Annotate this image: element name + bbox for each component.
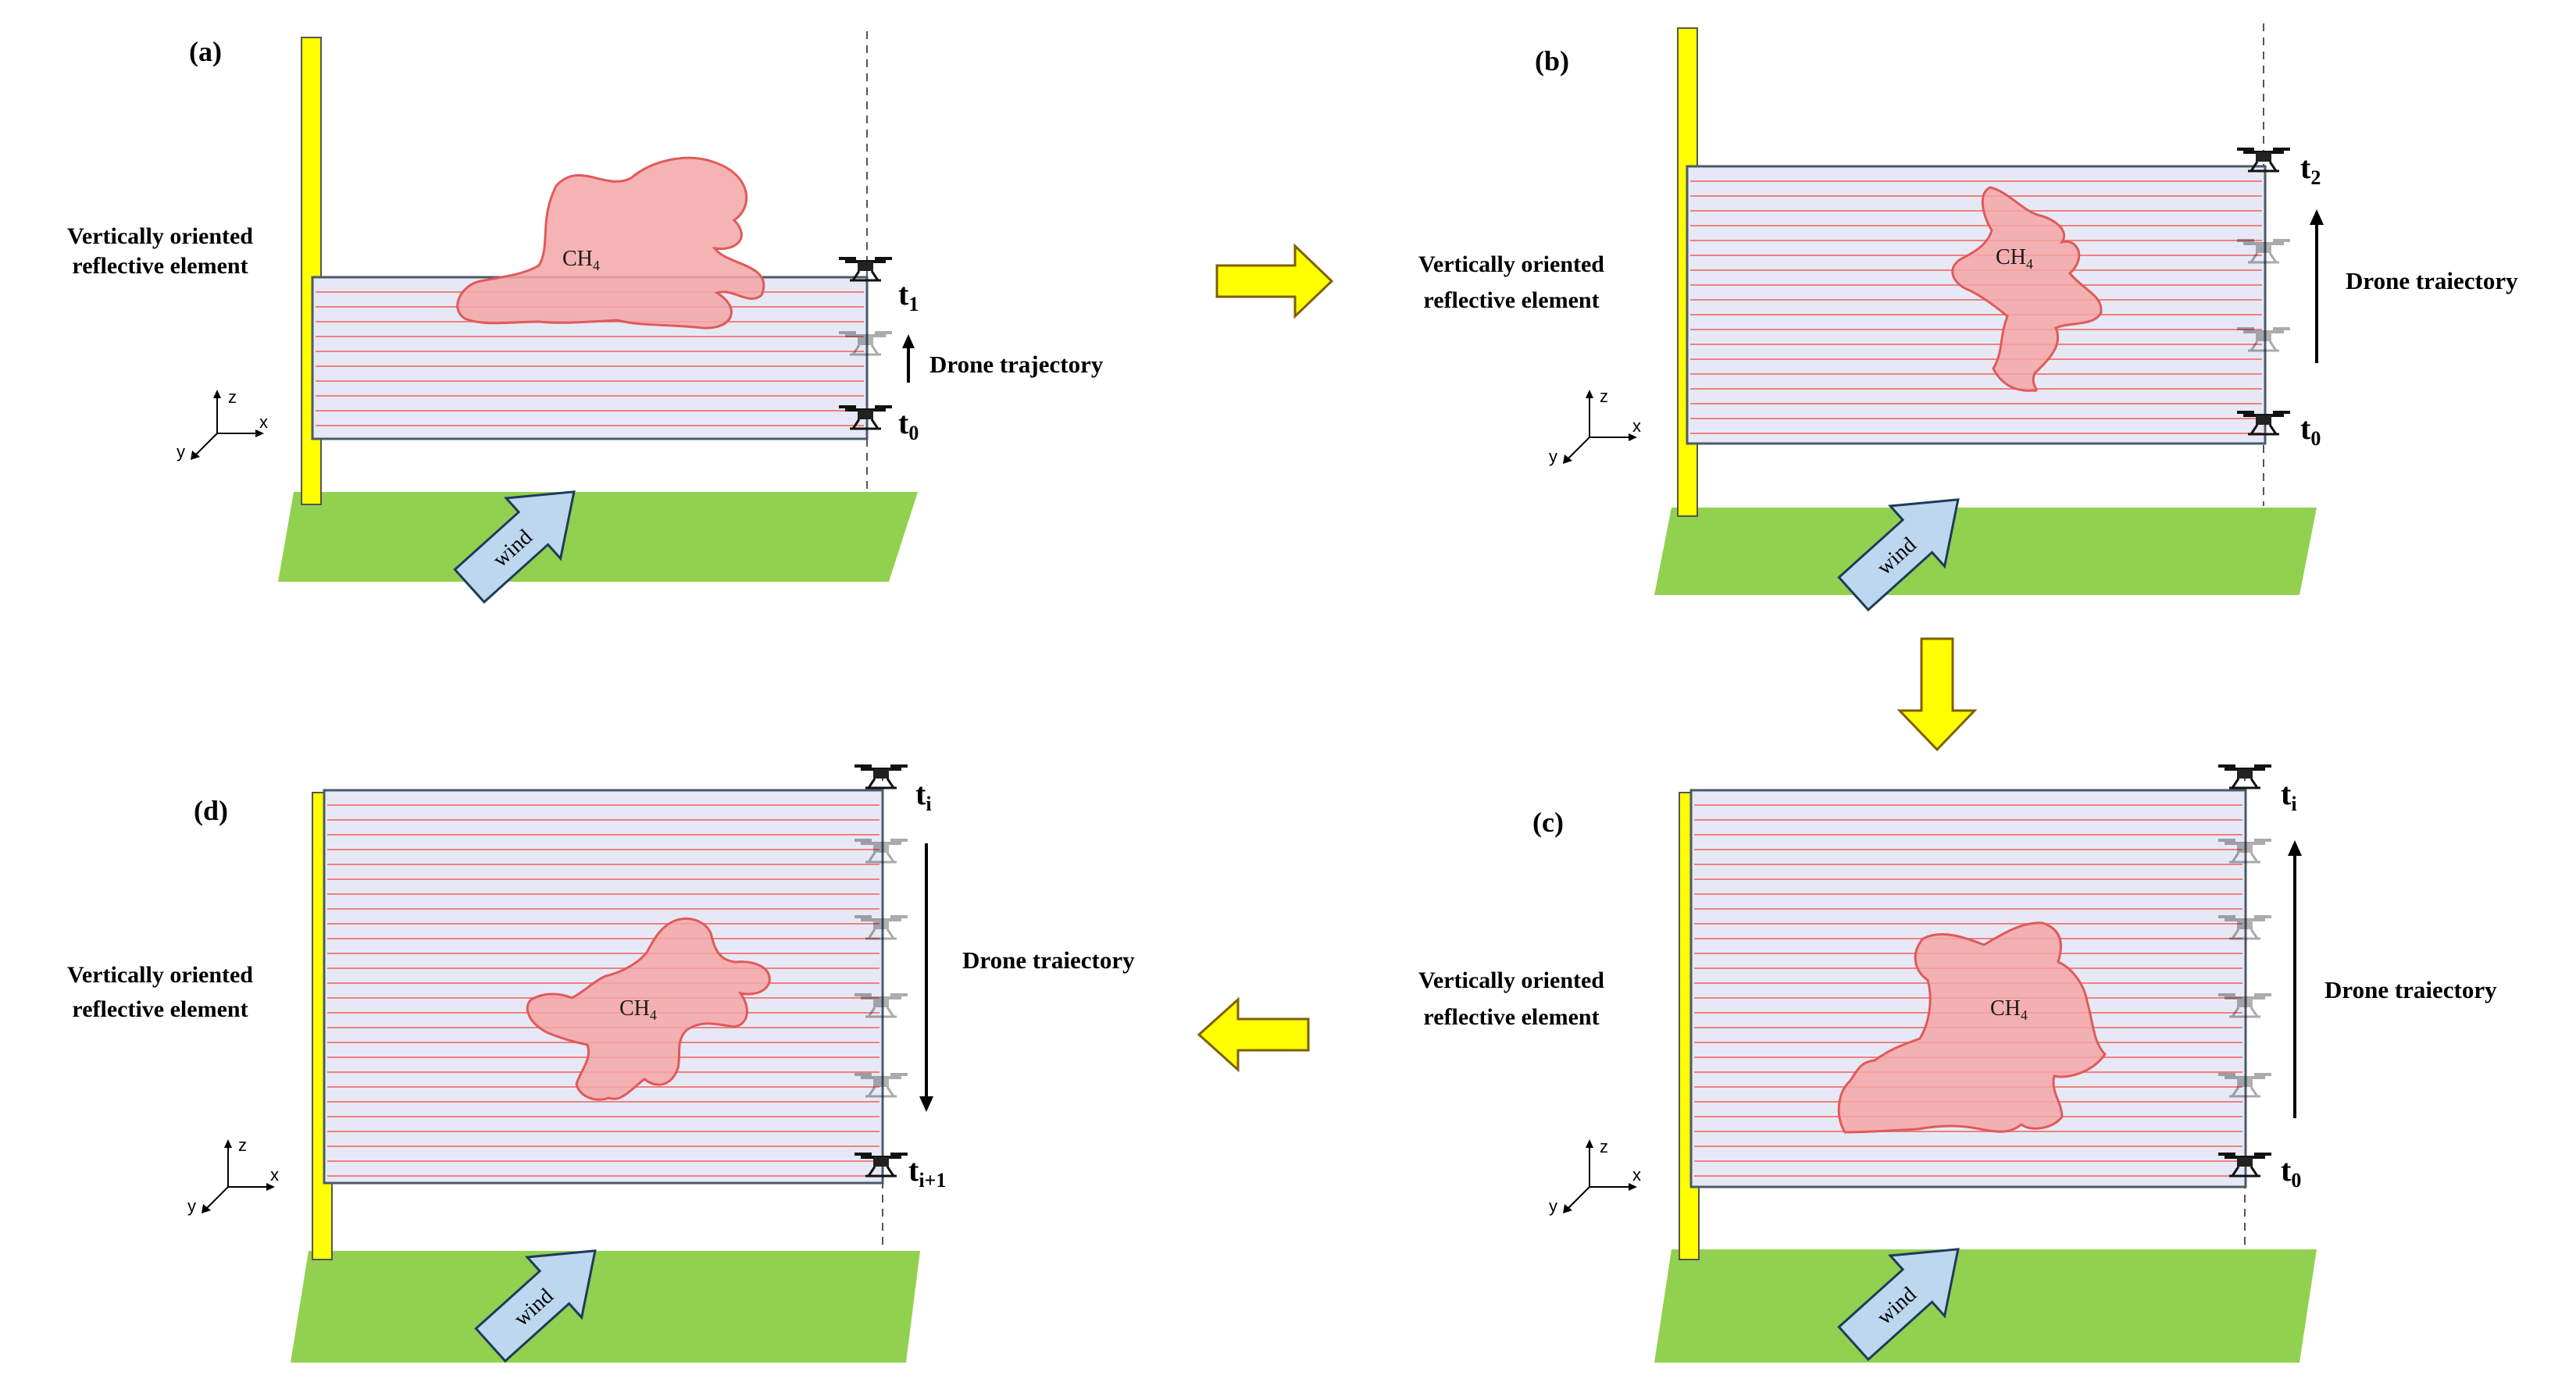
panel-label: (a) (189, 36, 222, 67)
trajectory-arrow-icon (902, 334, 915, 383)
methane-plume (526, 918, 771, 1101)
ground-plane (1654, 1249, 2317, 1363)
svg-text:x: x (270, 1165, 279, 1185)
panel-label: (c) (1532, 807, 1564, 838)
svg-text:x: x (1632, 416, 1641, 436)
reflector-label-line2: reflective element (1423, 287, 1599, 313)
svg-text:y: y (1549, 1196, 1557, 1216)
reflector-label-line1: Vertically oriented (67, 962, 253, 988)
panel-a: (a) Vertically oriented reflective eleme… (67, 31, 1104, 604)
time-top-label: ti (2281, 776, 2297, 815)
methane-label: CH4 (1996, 245, 2033, 272)
flow-arrow-icon (1215, 243, 1334, 319)
methane-plume (1951, 186, 2103, 392)
svg-text:y: y (177, 442, 185, 461)
reflector-label-line2: reflective element (1423, 1004, 1599, 1030)
wind-arrow-icon: wind (1837, 1248, 1960, 1362)
panel-c: (c) Vertically oriented reflective eleme… (1418, 763, 2497, 1363)
reflector-label-line2: reflective element (72, 253, 248, 279)
trajectory-label: Drone trajectory (929, 351, 1104, 378)
trajectory-arrow-icon (2310, 209, 2324, 363)
trajectory-label: Drone traiectory (2324, 976, 2497, 1003)
ground-plane (278, 492, 918, 582)
time-top-label: ti (915, 776, 932, 815)
trajectory-label: Drone traiectory (2346, 267, 2518, 294)
ground-plane (1654, 508, 2317, 595)
trajectory-label: Drone traiectory (962, 946, 1135, 974)
axis-triad-icon: z x y (1549, 387, 1641, 466)
panel-label: (d) (194, 795, 228, 826)
methane-label: CH4 (1990, 996, 2028, 1023)
drone-icon (853, 763, 909, 789)
trajectory-arrow-icon (919, 843, 933, 1112)
svg-text:z: z (1600, 387, 1608, 406)
methane-plume (1837, 921, 2107, 1134)
panel-label: (b) (1535, 45, 1569, 77)
reflector-label-line1: Vertically oriented (1418, 967, 1604, 993)
time-bottom-label: ti+1 (908, 1153, 946, 1192)
time-bottom-label: t0 (898, 405, 919, 444)
svg-text:z: z (228, 387, 237, 407)
reflector-label-line2: reflective element (72, 996, 248, 1022)
time-top-label: t2 (2300, 150, 2321, 189)
reflector-label-line1: Vertically oriented (67, 223, 253, 249)
ground-plane (291, 1251, 920, 1363)
svg-text:x: x (259, 412, 268, 432)
trajectory-arrow-icon (2288, 840, 2302, 1118)
methane-label: CH4 (562, 247, 600, 273)
flow-arrow-icon (1197, 996, 1310, 1073)
svg-text:x: x (1632, 1165, 1641, 1185)
panel-d: (d) Vertically oriented reflective eleme… (67, 763, 1135, 1363)
time-top-label: t1 (898, 276, 919, 315)
svg-text:z: z (1600, 1137, 1608, 1156)
svg-text:y: y (187, 1196, 196, 1216)
flow-arrow-icon (1896, 637, 1978, 752)
svg-text:z: z (238, 1135, 247, 1155)
reflector-label-line1: Vertically oriented (1418, 251, 1604, 277)
axis-triad-icon: z x y (1549, 1137, 1641, 1216)
svg-text:y: y (1549, 447, 1557, 466)
methane-plume (456, 156, 765, 330)
axis-triad-icon: z x y (187, 1135, 279, 1216)
scan-curtain (1686, 165, 2267, 445)
time-bottom-label: t0 (2300, 411, 2321, 450)
drone-icon (2217, 763, 2273, 789)
panel-b: (b) Vertically oriented reflective eleme… (1418, 23, 2518, 612)
methane-label: CH4 (619, 996, 657, 1023)
time-bottom-label: t0 (2281, 1153, 2301, 1192)
axis-triad-icon: z x y (177, 387, 268, 461)
